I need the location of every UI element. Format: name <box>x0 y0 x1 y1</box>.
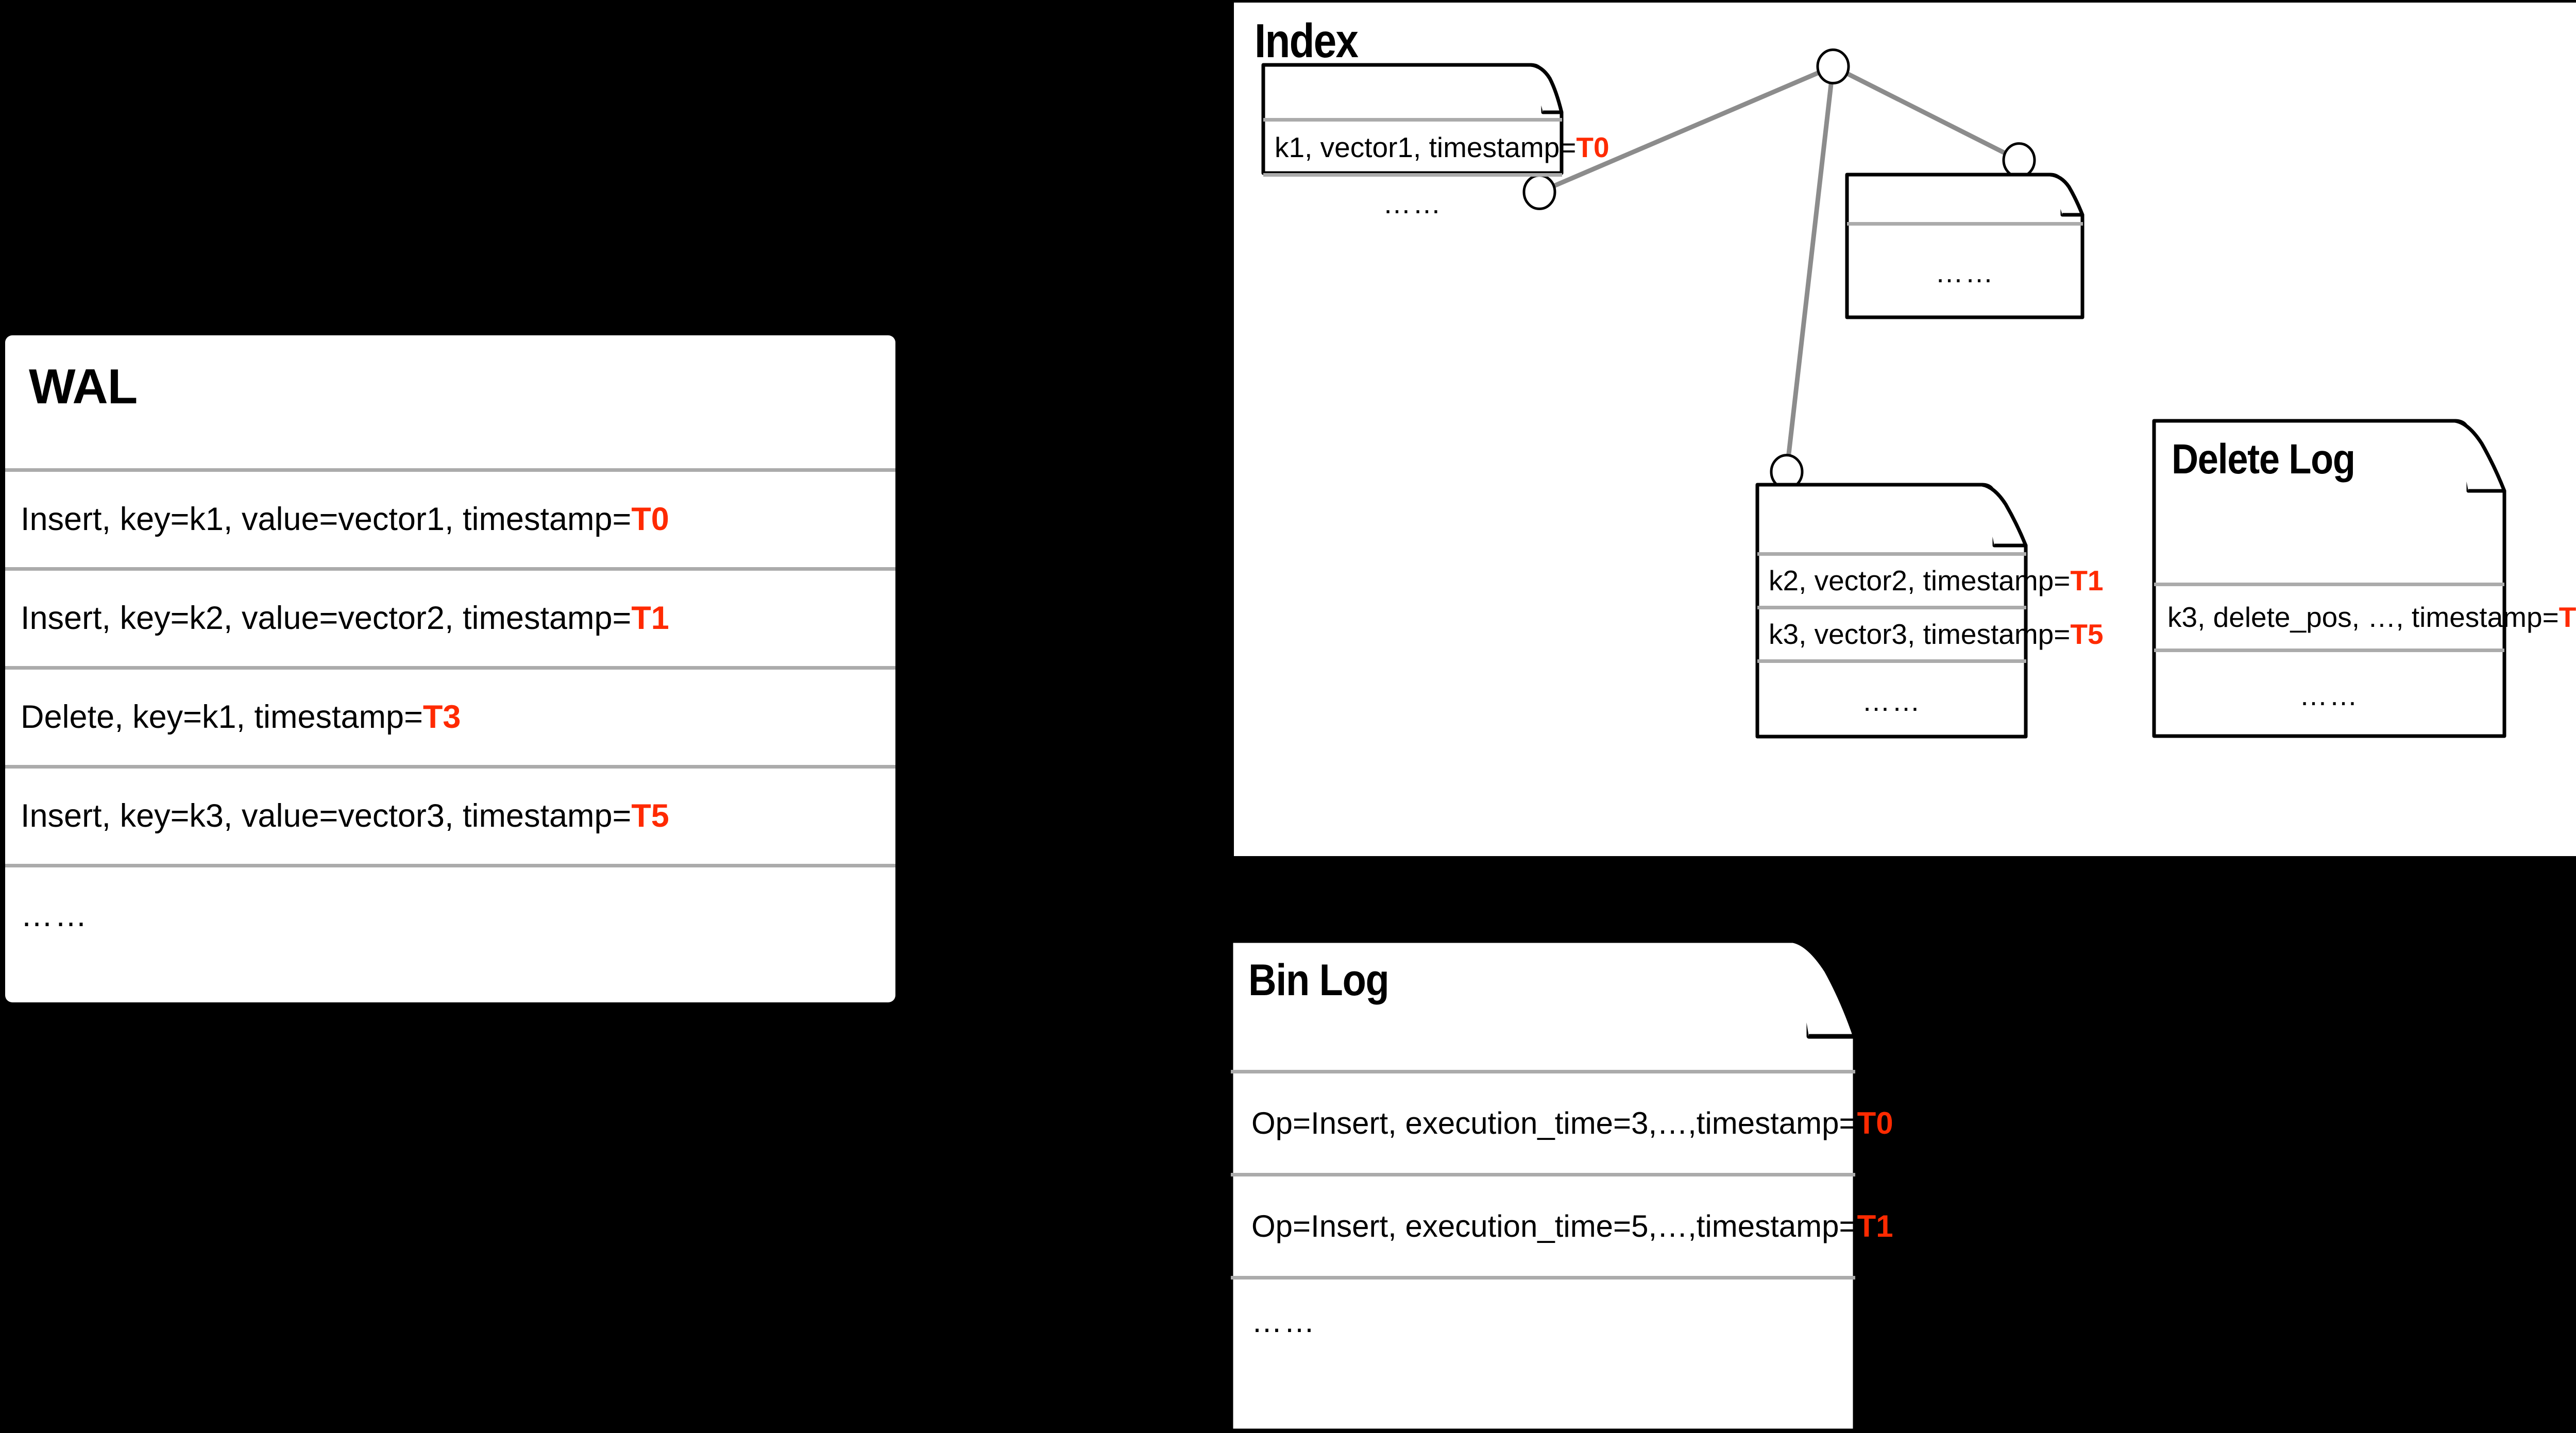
bin-log-row-text: Op=Insert, execution_time=3,…,timestamp=… <box>1251 1105 1893 1140</box>
wal-row: Insert, key=k1, value=vector1, timestamp… <box>5 468 895 567</box>
bin-log-row: Op=Insert, execution_time=5,…,timestamp=… <box>1231 1173 1893 1276</box>
delete-log-row-ellipsis: …… <box>2299 679 2359 711</box>
segment-ellipsis: …… <box>1845 173 2085 319</box>
bin-log-row-ellipsis: …… <box>1251 1304 1316 1339</box>
bin-log-row-text: Op=Insert, execution_time=5,…,timestamp=… <box>1251 1208 1893 1243</box>
bin-log-row: Op=Insert, execution_time=3,…,timestamp=… <box>1231 1070 1893 1173</box>
wal-row-ellipsis: …… <box>21 897 89 933</box>
wal-row-text: Insert, key=k1, value=vector1, timestamp… <box>21 501 669 537</box>
wal-row-timestamp: T3 <box>422 699 461 735</box>
wal-row: Delete, key=k1, timestamp=T3 <box>5 666 895 765</box>
tree-edge <box>1784 66 1836 472</box>
tree-edge <box>1832 64 2021 163</box>
wal-row-list: Insert, key=k1, value=vector1, timestamp… <box>5 468 895 963</box>
delete-log: Delete Log k3, delete_pos, …, timestamp=… <box>2152 419 2576 738</box>
segment-row-ellipsis: …… <box>1935 257 1995 288</box>
right-child-node <box>2002 142 2036 178</box>
delete-log-row-timestamp: T3 <box>2558 601 2576 633</box>
wal-row-timestamp: T5 <box>631 798 669 834</box>
wal-row: Insert, key=k3, value=vector3, timestamp… <box>5 765 895 864</box>
tree-edge <box>1538 64 1834 195</box>
segment-k2-k3: k2, vector2, timestamp=T1 k3, vector3, ti… <box>1755 483 2104 739</box>
bin-log-row: …… <box>1231 1276 1855 1363</box>
delete-log-row: …… <box>2154 649 2504 738</box>
wal-row-text: Insert, key=k3, value=vector3, timestamp… <box>21 798 669 834</box>
index-panel: Index k1, vector1, timestamp=T0 …… …… k2,… <box>1234 3 2576 856</box>
segment-row: …… <box>1263 173 1562 230</box>
delete-log-title: Delete Log <box>2172 436 2355 483</box>
delete-log-rows: k3, delete_pos, …, timestamp=T3 …… <box>2154 583 2576 738</box>
segment-ellipsis-shape <box>1845 173 2084 319</box>
segment-row: k3, vector3, timestamp=T5 <box>1757 606 2104 659</box>
segment-row-text: k1, vector1, timestamp=T0 <box>1275 131 1609 163</box>
wal-row-timestamp: T0 <box>631 501 669 537</box>
wal-row: …… <box>5 864 895 963</box>
segment-k2-k3-rows: k2, vector2, timestamp=T1 k3, vector3, ti… <box>1757 552 2104 739</box>
segment-row-timestamp: T1 <box>2070 565 2104 596</box>
wal-title: WAL <box>29 359 138 414</box>
segment-row-text: k2, vector2, timestamp=T1 <box>1769 565 2104 596</box>
delete-log-shape <box>2152 419 2506 738</box>
segment-row-timestamp: T5 <box>2070 618 2104 650</box>
segment-row: …… <box>1847 222 2083 319</box>
bin-log-row-timestamp: T1 <box>1857 1208 1893 1243</box>
bin-log-shape <box>1229 939 1858 1433</box>
index-title: Index <box>1255 14 1359 67</box>
wal-row-text: Insert, key=k2, value=vector2, timestamp… <box>21 600 669 636</box>
root-node <box>1816 48 1850 84</box>
segment-row-ellipsis: …… <box>1383 187 1443 219</box>
bin-log: Bin Log Op=Insert, execution_time=3,…,ti… <box>1229 939 2221 1433</box>
segment-row-ellipsis: …… <box>1862 685 1922 717</box>
segment-k1-rows: k1, vector1, timestamp=T0 …… <box>1263 118 1609 230</box>
segment-row-text: k3, vector3, timestamp=T5 <box>1769 618 2104 650</box>
bin-log-row-timestamp: T0 <box>1857 1105 1893 1140</box>
segment-row: k1, vector1, timestamp=T0 <box>1263 118 1609 173</box>
segment-ellipsis-rows: …… <box>1847 222 2083 319</box>
wal-row: Insert, key=k2, value=vector2, timestamp… <box>5 567 895 666</box>
bin-log-rows: Op=Insert, execution_time=3,…,timestamp=… <box>1231 1070 1893 1363</box>
segment-row: k2, vector2, timestamp=T1 <box>1757 552 2104 606</box>
delete-log-row-text: k3, delete_pos, …, timestamp=T3 <box>2167 603 2576 632</box>
wal-panel: WAL Insert, key=k1, value=vector1, times… <box>5 335 895 1002</box>
bin-log-title: Bin Log <box>1248 956 1389 1005</box>
delete-log-row: k3, delete_pos, …, timestamp=T3 <box>2154 583 2576 649</box>
segment-row: …… <box>1757 659 2026 739</box>
segment-k1: k1, vector1, timestamp=T0 …… <box>1261 63 1609 219</box>
wal-row-text: Delete, key=k1, timestamp=T3 <box>21 699 461 735</box>
segment-row-timestamp: T0 <box>1576 131 1609 163</box>
wal-row-timestamp: T1 <box>631 600 669 636</box>
